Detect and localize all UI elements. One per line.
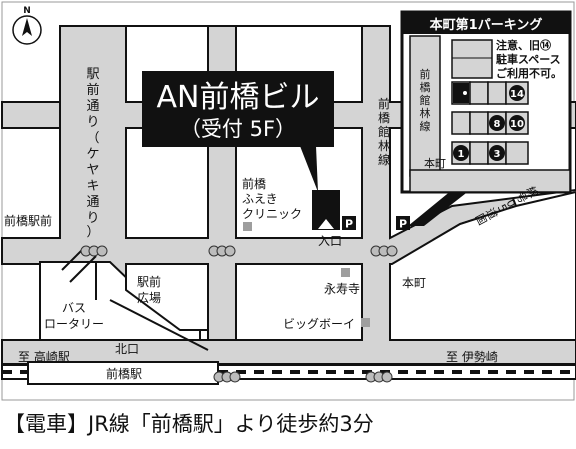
label-clinic: 前橋 ふえき クリニック [242, 176, 302, 221]
label-to-isesaki: 至 伊勢崎 [446, 349, 498, 364]
svg-text:バス: バス [62, 301, 86, 315]
inset-corner-label: 本町 [424, 156, 446, 170]
svg-text:通: 通 [86, 99, 99, 114]
svg-text:り: り [86, 115, 99, 130]
svg-text:前: 前 [378, 96, 390, 111]
label-bigboy: ビッグボーイ [283, 317, 355, 331]
svg-text:ふえき: ふえき [242, 192, 278, 206]
callout-subtitle: （受付 5F） [180, 117, 296, 141]
svg-text:通: 通 [86, 195, 99, 210]
traffic-signals [80, 174, 450, 383]
svg-text:1: 1 [458, 149, 465, 160]
svg-text:駐車スペース: 駐車スペース [496, 52, 561, 66]
railway [1, 361, 576, 385]
clinic-marker [243, 222, 252, 231]
ekimae-hiroba-area [125, 263, 209, 331]
svg-text:）: ） [86, 225, 99, 240]
label-to-takasaki: 至 高崎駅 [18, 349, 70, 364]
label-ekimae-hiroba: 駅前 広場 [137, 274, 161, 305]
svg-text:橋: 橋 [420, 80, 431, 94]
callout-title: AN前橋ビル [157, 80, 320, 115]
traffic-signal-icon [213, 371, 241, 383]
svg-text:館: 館 [378, 124, 390, 139]
svg-text:号: 号 [513, 190, 530, 206]
parking-icon: P [396, 216, 410, 231]
eijuji-marker [341, 268, 350, 277]
callout-box [142, 71, 334, 147]
label-honmachi: 本町 [402, 276, 426, 290]
traffic-signal-icon [365, 371, 393, 383]
svg-text:3: 3 [494, 149, 501, 160]
svg-text:注意、旧⑭: 注意、旧⑭ [496, 38, 551, 52]
svg-text:ご利用不可。: ご利用不可。 [496, 66, 562, 80]
svg-text:N: N [23, 6, 31, 16]
svg-text:館: 館 [420, 93, 431, 107]
north-arrow-icon: N [12, 6, 42, 45]
svg-text:ロータリー: ロータリー [44, 317, 104, 331]
parking-icon: P [342, 216, 356, 231]
slot-numbers: 14 8 10 1 3 [453, 85, 525, 161]
station-plaza [39, 261, 209, 341]
svg-text:線: 線 [420, 119, 431, 133]
label-kitaguchi: 北口 [115, 342, 139, 356]
label-eijuji: 永寿寺 [324, 282, 360, 296]
svg-text:前橋: 前橋 [242, 176, 266, 191]
svg-text:ヤ: ヤ [86, 163, 99, 178]
label-maebashi-ekimae: 前橋駅前 [4, 213, 52, 228]
svg-text:駅前: 駅前 [137, 274, 161, 289]
svg-text:林: 林 [378, 139, 390, 153]
svg-text:駅: 駅 [86, 67, 99, 82]
svg-text:線: 線 [378, 152, 390, 167]
traffic-signal-icon [80, 245, 108, 257]
svg-text:橋: 橋 [378, 111, 390, 125]
label-entrance: 入口 [318, 234, 342, 248]
unavailable-space [453, 83, 469, 103]
label-bus-rotary: バス ロータリー [44, 301, 104, 331]
label-station-avenue: 駅 前 通 り （ ケ ヤ キ 通 り ） [86, 67, 99, 240]
block-g [389, 190, 576, 341]
traffic-signal-icon [370, 245, 398, 257]
svg-text:クリニック: クリニック [242, 207, 302, 221]
parking-inset: P 本町第1パーキング 14 8 [396, 10, 572, 231]
inset-title-bar [402, 12, 570, 34]
svg-text:（: （ [86, 131, 99, 146]
plaza-lanes [61, 247, 209, 351]
svg-text:前: 前 [86, 82, 99, 98]
access-footer: 【電車】JR線「前橋駅」より徒歩約3分 [4, 412, 374, 436]
svg-text:14: 14 [510, 89, 524, 100]
svg-text:P: P [399, 218, 407, 231]
inset-street-label: 前 橋 館 林 線 [420, 67, 431, 133]
svg-text:林: 林 [420, 106, 431, 120]
svg-text:広場: 広場 [137, 291, 161, 305]
svg-text:8: 8 [494, 119, 501, 130]
svg-text:キ: キ [86, 179, 99, 194]
svg-text:10: 10 [510, 119, 524, 130]
label-tatebayashi-line: 前 橋 館 林 線 [378, 96, 390, 167]
svg-text:り: り [86, 211, 99, 226]
svg-text:国: 国 [473, 212, 490, 228]
traffic-signal-icon [208, 245, 236, 257]
svg-text:ケ: ケ [86, 147, 99, 162]
svg-text:前: 前 [420, 67, 431, 81]
bigboy-marker [361, 318, 370, 327]
inset-note: 注意、旧⑭ 駐車スペース ご利用不可。 [496, 38, 562, 80]
svg-text:P: P [345, 218, 353, 231]
entrance-triangle-icon [318, 219, 334, 229]
inset-title: 本町第1パーキング [430, 17, 543, 33]
label-station: 前橋駅 [106, 366, 142, 381]
building-callout: AN前橋ビル （受付 5F） [142, 71, 334, 192]
